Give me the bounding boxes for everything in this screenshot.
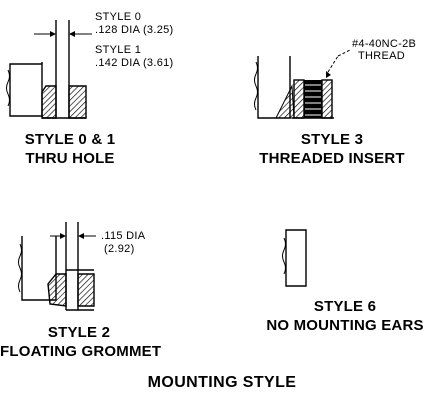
style-6-caption-line1: STYLE 6: [313, 298, 377, 315]
style-0-label: STYLE 0: [95, 11, 142, 23]
style-6-drawing: [282, 229, 307, 287]
style-1-dimension: .142 DIA (3.61): [95, 57, 174, 69]
style-0-1-caption-line2: THRU HOLE: [25, 150, 115, 167]
style-0-1-drawing: [6, 20, 92, 119]
style-3-drawing: [254, 49, 351, 119]
figure-title: MOUNTING STYLE: [147, 374, 297, 391]
style-3-caption-line1: STYLE 3: [300, 131, 364, 148]
style-2-dimension: .115 DIA: [101, 230, 146, 242]
style-0-1-caption-line1: STYLE 0 & 1: [24, 131, 116, 148]
style-3-thread-spec: #4-40NC-2B: [352, 38, 417, 50]
style-0-dimension: .128 DIA (3.25): [95, 24, 174, 36]
style-6-caption-line2: NO MOUNTING EARS: [266, 317, 424, 334]
style-1-label: STYLE 1: [95, 44, 142, 56]
style-3-thread-label: THREAD: [358, 50, 406, 62]
style-2-caption-line1: STYLE 2: [47, 324, 111, 341]
style-2-drawing: [18, 222, 96, 311]
style-2-caption-line2: FLOATING GROMMET: [0, 343, 162, 360]
style-3-caption-line2: THREADED INSERT: [259, 150, 405, 167]
style-2-dimension-metric: (2.92): [104, 243, 135, 255]
